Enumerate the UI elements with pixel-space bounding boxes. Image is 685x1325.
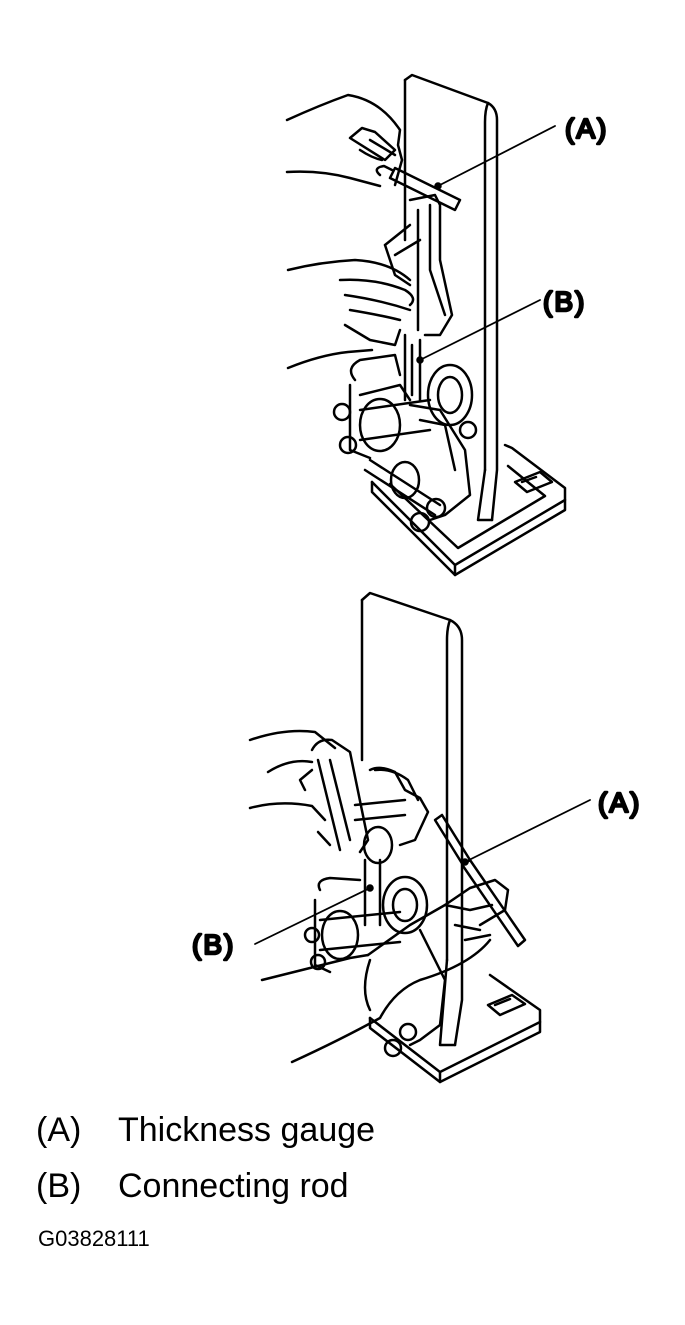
top-stand-plate	[403, 73, 499, 522]
bottom-connecting-rod	[310, 738, 430, 927]
bottom-thickness-gauge	[433, 813, 527, 948]
bottom-right-hand	[260, 878, 510, 1064]
bottom-callout-a-label: (A)	[598, 787, 641, 818]
legend: (A) Thickness gauge (B) Connecting rod	[36, 1108, 375, 1220]
top-callout-a-dot	[434, 182, 442, 190]
top-lower-hand	[286, 258, 415, 370]
legend-row-b: (B) Connecting rod	[36, 1164, 375, 1220]
top-callout-b-leader	[419, 299, 541, 361]
legend-row-a: (A) Thickness gauge	[36, 1108, 375, 1164]
top-upper-hand	[285, 93, 404, 188]
bottom-stand-plate	[360, 591, 464, 1047]
legend-key-b: (B)	[36, 1167, 82, 1205]
bottom-callout-a-leader	[464, 799, 591, 863]
legend-text-a: Thickness gauge	[118, 1111, 376, 1149]
top-stand-base	[370, 443, 567, 577]
top-callout-a-label: (A)	[565, 113, 608, 144]
top-callout-b-label: (B)	[543, 286, 586, 317]
bottom-callout-b-dot	[366, 884, 374, 892]
top-callout-a-leader	[437, 125, 556, 187]
bottom-callout-b-label: (B)	[192, 929, 235, 960]
connecting-rod-side-clearance-illustration: (A) (B)	[191, 73, 641, 1084]
bottom-stand-base	[368, 973, 542, 1084]
bottom-left-hand	[248, 729, 420, 847]
top-callout-b-dot	[416, 356, 424, 364]
legend-text-b: Connecting rod	[118, 1167, 349, 1205]
top-crank-assembly	[332, 353, 478, 533]
legend-key-a: (A)	[36, 1111, 82, 1149]
figure-code: G03828111	[38, 1226, 150, 1251]
bottom-figure: (A) (B)	[191, 591, 641, 1084]
top-connecting-rod	[383, 193, 454, 402]
bottom-crank-assembly	[303, 875, 447, 1058]
bottom-callout-a-dot	[461, 858, 469, 866]
bottom-callout-b-leader	[254, 887, 371, 945]
top-figure: (A) (B)	[285, 73, 608, 577]
